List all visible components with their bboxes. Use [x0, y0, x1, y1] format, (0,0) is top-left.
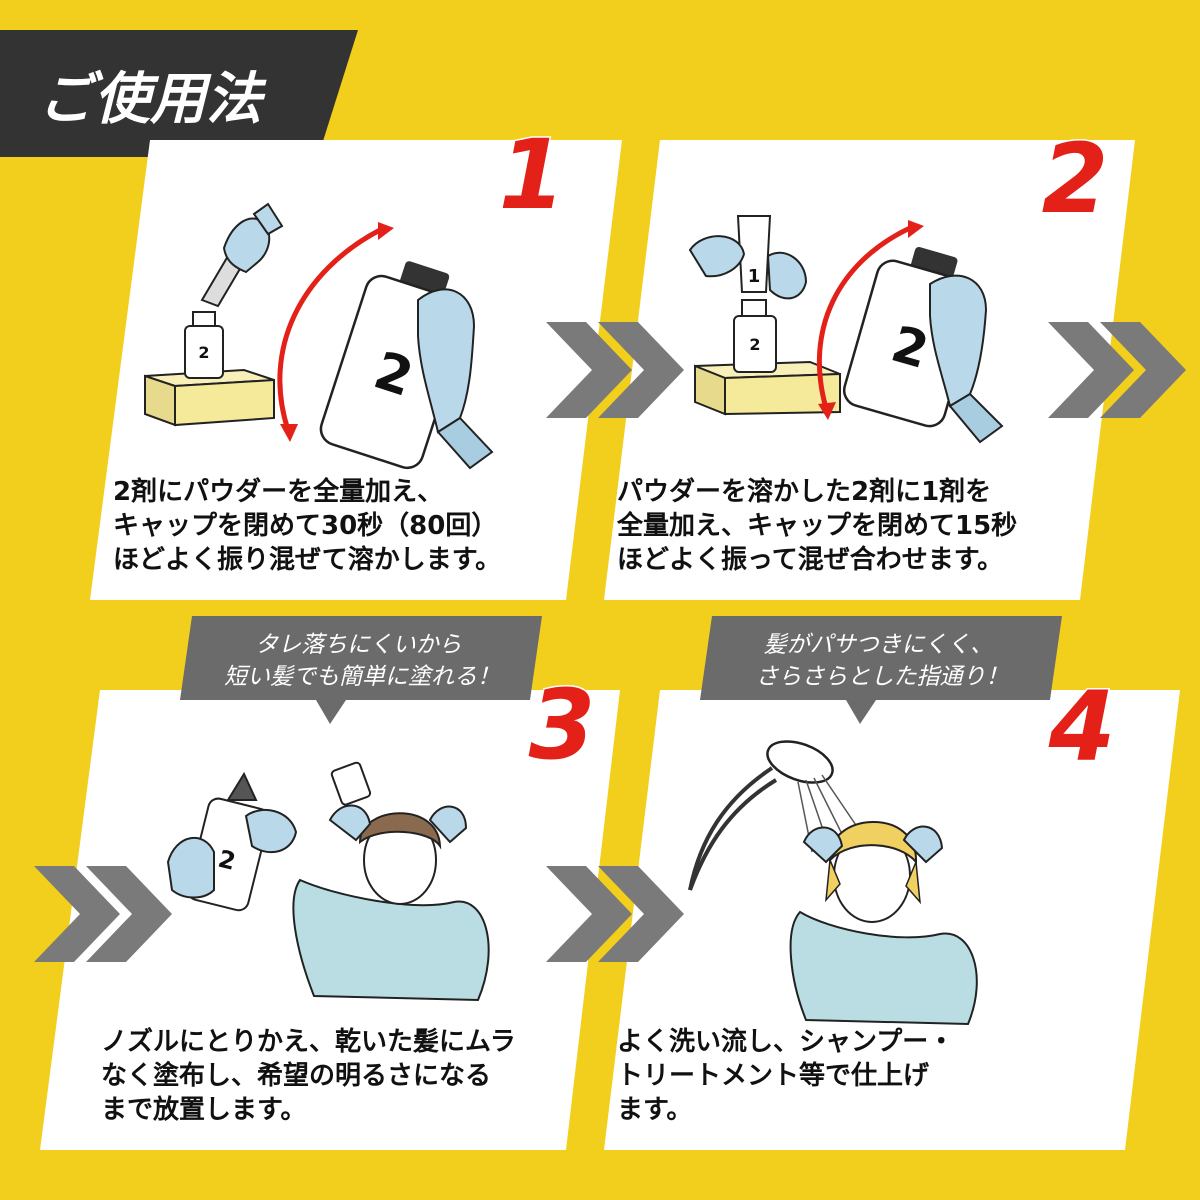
squeezing-hands	[688, 235, 808, 300]
step-2-number: 2	[1042, 123, 1109, 235]
next-step-chevron-2	[1048, 322, 1186, 418]
next-step-chevron-1	[546, 322, 684, 418]
step-2-panel: 2 1 2 2	[604, 122, 1135, 600]
step-1-line-1: 2剤にパウダーを全量加え、	[113, 476, 443, 507]
tube-1: 1	[736, 215, 772, 293]
step-1-number: 1	[499, 119, 566, 231]
bubble-box	[180, 616, 542, 700]
next-step-chevron-4	[546, 866, 684, 962]
step-1-description: 2剤にパウダーを全量加え、 キャップを閉めて30秒（80回） ほどよく振り混ぜて…	[113, 476, 506, 575]
step-4-panel: 4 髪がパサつきにくく、 さらさらとした指通り！ よく洗い流し、シャンプー・ ト…	[604, 616, 1180, 1150]
step-4-number: 4	[1048, 671, 1116, 783]
step-1-panel: 2 2	[90, 118, 622, 600]
step-4-line-3: ます。	[617, 1095, 692, 1125]
step-3-number: 3	[529, 669, 596, 781]
page-title: ご使用法	[38, 67, 267, 132]
bubble-tail	[316, 700, 346, 724]
step-3-bubble-line-1: タレ落ちにくいから	[255, 632, 462, 658]
step-3-bubble-text: タレ落ちにくいから 短い髪でも簡単に塗れる！	[224, 632, 500, 690]
step-3-line-1: ノズルにとりかえ、乾いた髪にムラ	[101, 1026, 516, 1057]
powder-pouring-hand	[200, 202, 284, 308]
sponge-illustration	[694, 360, 841, 416]
bubble-box	[700, 616, 1062, 700]
gloved-hand-illustration	[929, 274, 1004, 444]
shower-head-illustration	[688, 740, 867, 891]
step-4-description: よく洗い流し、シャンプー・ トリートメント等で仕上げ ます。	[617, 1027, 963, 1125]
step-4-bubble-text: 髪がパサつきにくく、 さらさらとした指通り！	[756, 632, 1009, 690]
step-3-line-2: なく塗布し、希望の明るさになる	[101, 1060, 491, 1091]
step-1-line-2: キャップを閉めて30秒（80回）	[113, 511, 497, 541]
step-4-line-2: トリートメント等で仕上げ	[617, 1060, 930, 1091]
step-2-description: パウダーを溶かした2剤に1剤を 全量加え、キャップを閉めて15秒 ほどよく振って…	[616, 476, 1026, 575]
shake-arrow	[816, 220, 924, 420]
title-box	[0, 30, 358, 157]
step-2-line-1: パウダーを溶かした2剤に1剤を	[617, 476, 991, 507]
nozzle-bottle-label: 2	[215, 845, 238, 876]
step-2-line-2: 全量加え、キャップを閉めて15秒	[616, 510, 1017, 541]
step-3-panel: 2 3 タレ落ちにくいから 短い髪でも簡単に塗れる！	[40, 616, 620, 1150]
nozzle-bottle-hand: 2	[166, 771, 298, 912]
small-bottle-2: 2	[733, 299, 777, 373]
step-3-description: ノズルにとりかえ、乾いた髪にムラ なく塗布し、希望の明るさになる まで放置します…	[101, 1026, 525, 1125]
person-applying-color	[292, 761, 490, 1002]
person-rinsing-hair	[789, 821, 978, 1026]
title-banner: ご使用法	[0, 30, 358, 157]
step-3-line-3: まで放置します。	[101, 1094, 306, 1125]
next-step-chevron-3	[34, 866, 172, 962]
step-4-bubble-line-2: さらさらとした指通り！	[756, 664, 1009, 690]
small-bottle-label: 2	[198, 343, 209, 362]
step-4-speech-bubble: 髪がパサつきにくく、 さらさらとした指通り！	[700, 616, 1062, 724]
gloved-hand-illustration	[417, 288, 494, 470]
small-bottle-2: 2	[184, 311, 224, 379]
step-2-line-3: ほどよく振って混ぜ合わせます。	[617, 544, 1003, 575]
step-3-bubble-line-2: 短い髪でも簡単に塗れる！	[224, 664, 500, 690]
sponge-illustration	[144, 368, 275, 427]
step-4-line-1: よく洗い流し、シャンプー・	[617, 1027, 954, 1057]
tube-label: 1	[748, 266, 761, 287]
bubble-tail	[846, 700, 876, 724]
shake-arrow	[277, 222, 394, 442]
step-4-background	[604, 690, 1180, 1150]
step-4-bubble-line-1: 髪がパサつきにくく、	[764, 632, 994, 658]
step-1-line-3: ほどよく振り混ぜて溶かします。	[113, 544, 501, 575]
small-bottle-label: 2	[749, 335, 760, 354]
step-3-speech-bubble: タレ落ちにくいから 短い髪でも簡単に塗れる！	[180, 616, 542, 724]
